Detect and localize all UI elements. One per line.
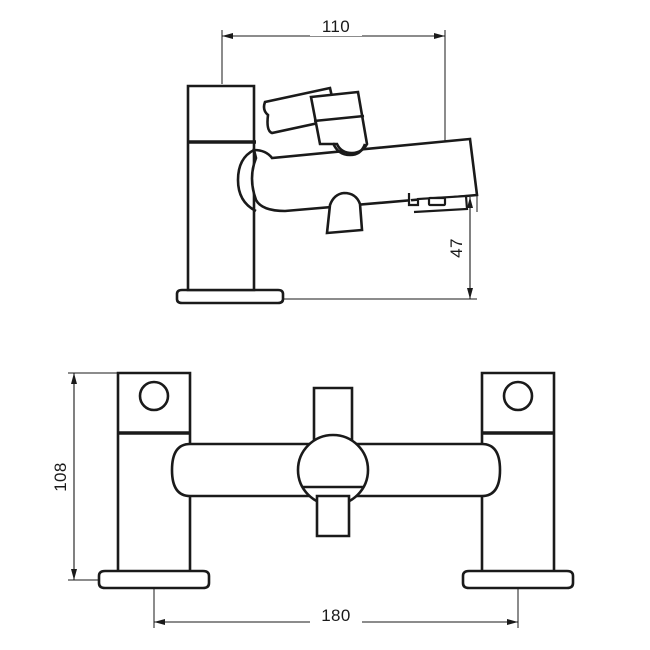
left-base-plate xyxy=(97,569,211,590)
center-diverter-sphere xyxy=(296,433,370,507)
dim-47-arrow-bottom xyxy=(467,288,473,299)
left-handle-circle xyxy=(138,380,170,412)
dim-110-label: 110 xyxy=(322,17,350,36)
dim-47-label: 47 xyxy=(447,238,466,258)
side-elevation-view: 110 xyxy=(175,14,479,305)
dim-108-arrow-top xyxy=(71,373,77,384)
front-elevation-view: 108 180 xyxy=(51,371,575,628)
spout-left-shoulder xyxy=(236,148,257,213)
dim-108-label: 108 xyxy=(51,462,70,492)
center-lower-spout xyxy=(315,494,351,538)
dim-108-arrow-bottom xyxy=(71,569,77,580)
base-plate xyxy=(175,288,285,305)
dim-110-arrow-right xyxy=(434,33,445,39)
dim-180-arrow-right xyxy=(507,619,518,625)
dim-180-text-backdrop xyxy=(310,604,362,625)
handle-knob xyxy=(309,90,369,155)
diverter-outlet xyxy=(325,191,364,235)
spout-outlet-detail xyxy=(427,196,447,207)
handle-knob-top-line xyxy=(313,114,365,123)
dim-180-label: 180 xyxy=(321,606,351,625)
right-handle-circle xyxy=(502,380,534,412)
dim-180-arrow-left xyxy=(154,619,165,625)
body-column xyxy=(186,84,256,292)
handle-knob-cap xyxy=(331,142,367,157)
spout xyxy=(250,137,479,213)
dim-47-arrow-top xyxy=(467,197,473,208)
right-base-plate xyxy=(461,569,575,590)
dim-110-arrow-left xyxy=(222,33,233,39)
dim-110-text-backdrop xyxy=(310,14,362,36)
